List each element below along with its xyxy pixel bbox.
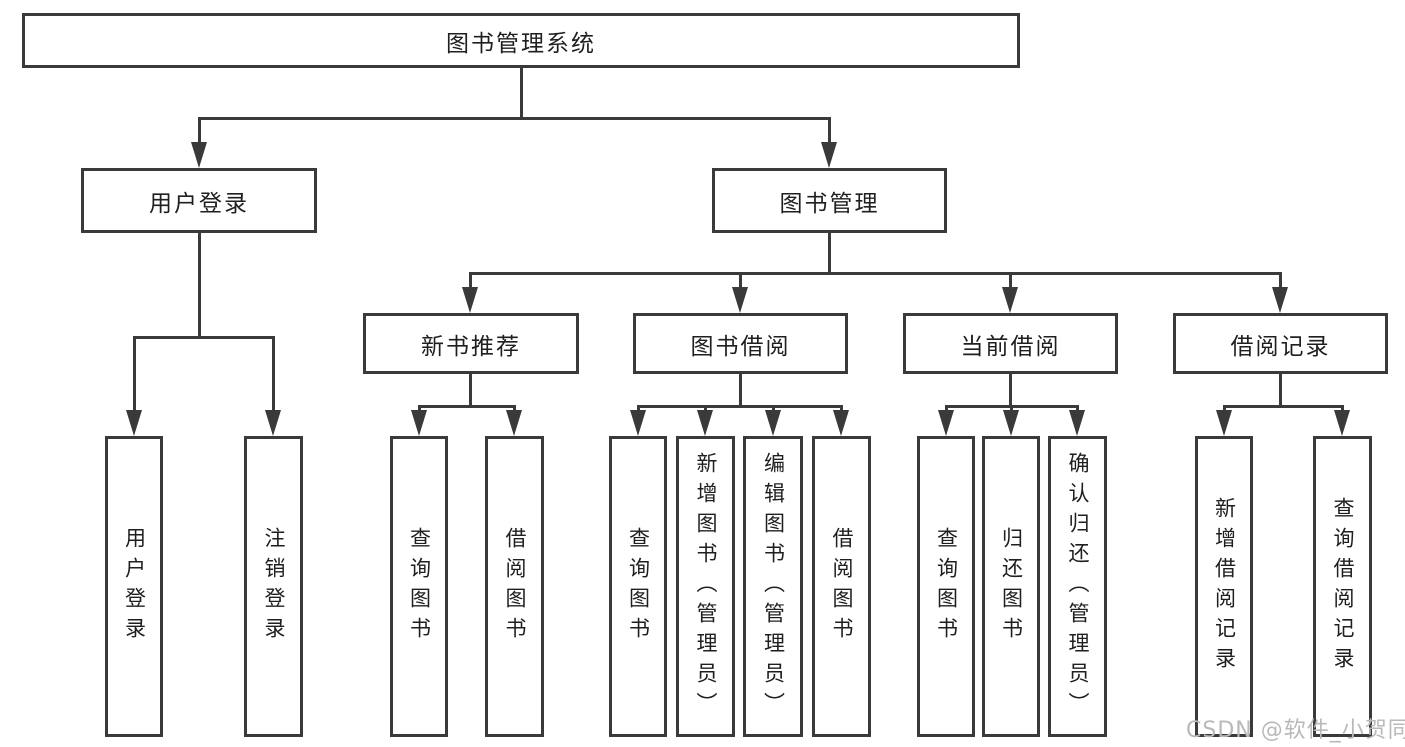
connector-line	[418, 405, 421, 414]
leaf-edit-book-admin: 编辑图书（管理员）	[743, 436, 803, 737]
connector-line	[469, 374, 472, 408]
arrow-head-icon	[833, 410, 849, 436]
node-current-borrowing: 当前借阅	[903, 313, 1118, 374]
leaf-logout: 注销登录	[244, 436, 303, 737]
connector-line	[637, 405, 843, 408]
connector-line	[739, 374, 742, 408]
node-label: 查询图书	[407, 526, 432, 647]
connector-line	[1223, 405, 1344, 408]
connector-line	[840, 405, 843, 414]
connector-line	[133, 336, 275, 339]
node-label: 确认归还（管理员）	[1066, 451, 1090, 722]
connector-line	[272, 336, 275, 414]
node-label: 编辑图书（管理员）	[761, 451, 786, 722]
connector-line	[1076, 405, 1079, 414]
connector-line	[1010, 405, 1013, 414]
node-user-login: 用户登录	[81, 168, 317, 233]
connector-line	[828, 117, 831, 147]
node-library-system: 图书管理系统	[22, 13, 1020, 68]
leaf-query-books-2: 查询图书	[609, 436, 667, 737]
node-label: 新书推荐	[421, 333, 521, 360]
node-new-book-recommend: 新书推荐	[363, 313, 579, 374]
arrow-head-icon	[1216, 410, 1232, 436]
node-label: 新增图书（管理员）	[694, 451, 718, 722]
arrow-head-icon	[1003, 410, 1019, 436]
connector-line	[520, 68, 523, 117]
leaf-query-books-1: 查询图书	[390, 436, 448, 737]
node-label: 查询借阅记录	[1331, 496, 1355, 677]
arrow-head-icon	[1069, 410, 1085, 436]
arrow-head-icon	[630, 410, 646, 436]
connector-line	[772, 405, 775, 414]
arrow-head-icon	[1002, 287, 1018, 313]
leaf-user-login: 用户登录	[105, 436, 163, 737]
leaf-add-book-admin: 新增图书（管理员）	[676, 436, 735, 737]
leaf-query-borrow-record: 查询借阅记录	[1313, 436, 1372, 737]
arrow-head-icon	[265, 410, 281, 436]
node-label: 借阅图书	[503, 526, 527, 647]
connector-line	[828, 233, 831, 275]
node-label: 图书借阅	[690, 333, 791, 360]
arrow-head-icon	[1272, 287, 1288, 313]
csdn-watermark: CSDN @软件_小贺同学	[1186, 718, 1405, 743]
arrow-head-icon	[732, 287, 748, 313]
connector-line	[1009, 374, 1012, 408]
node-label: 用户登录	[122, 526, 147, 647]
node-label: 图书管理	[779, 190, 880, 217]
connector-line	[133, 336, 136, 414]
leaf-add-borrow-record: 新增借阅记录	[1195, 436, 1253, 737]
connector-line	[637, 405, 640, 414]
node-label: 借阅图书	[830, 526, 854, 647]
connector-line	[469, 272, 472, 290]
arrow-head-icon	[1334, 410, 1350, 436]
connector-line	[1223, 405, 1226, 414]
arrow-head-icon	[506, 410, 522, 436]
connector-line	[1341, 405, 1344, 414]
connector-line	[1279, 272, 1282, 290]
node-book-borrowing: 图书借阅	[633, 313, 848, 374]
node-book-management: 图书管理	[712, 168, 947, 233]
arrow-head-icon	[191, 142, 207, 168]
node-label: 当前借阅	[960, 333, 1061, 360]
arrow-head-icon	[765, 410, 781, 436]
leaf-borrow-books-1: 借阅图书	[485, 436, 544, 737]
node-label: 注销登录	[262, 526, 286, 647]
connector-line	[198, 117, 201, 147]
leaf-return-book: 归还图书	[982, 436, 1040, 737]
connector-line	[945, 405, 1079, 408]
connector-line	[198, 117, 831, 120]
node-label: 归还图书	[999, 526, 1024, 647]
connector-line	[513, 405, 516, 414]
leaf-confirm-return-admin: 确认归还（管理员）	[1048, 436, 1107, 737]
connector-line	[704, 405, 707, 414]
arrow-head-icon	[462, 287, 478, 313]
connector-line	[198, 233, 201, 339]
node-label: 查询图书	[626, 526, 651, 647]
arrow-head-icon	[938, 410, 954, 436]
arrow-head-icon	[126, 410, 142, 436]
node-label: 用户登录	[149, 190, 249, 217]
node-label: 借阅记录	[1230, 333, 1331, 360]
node-borrowing-records: 借阅记录	[1173, 313, 1388, 374]
leaf-query-books-3: 查询图书	[917, 436, 975, 737]
arrow-head-icon	[821, 142, 837, 168]
arrow-head-icon	[411, 410, 427, 436]
arrow-head-icon	[697, 410, 713, 436]
connector-line	[739, 272, 742, 290]
connector-line	[1009, 272, 1012, 290]
node-label: 新增借阅记录	[1212, 496, 1237, 677]
connector-line	[469, 272, 1282, 275]
connector-line	[945, 405, 948, 414]
leaf-borrow-books-2: 借阅图书	[812, 436, 871, 737]
node-label: 查询图书	[934, 526, 959, 647]
node-label: 图书管理系统	[446, 30, 596, 57]
connector-line	[1279, 374, 1282, 408]
connector-line	[418, 405, 516, 408]
